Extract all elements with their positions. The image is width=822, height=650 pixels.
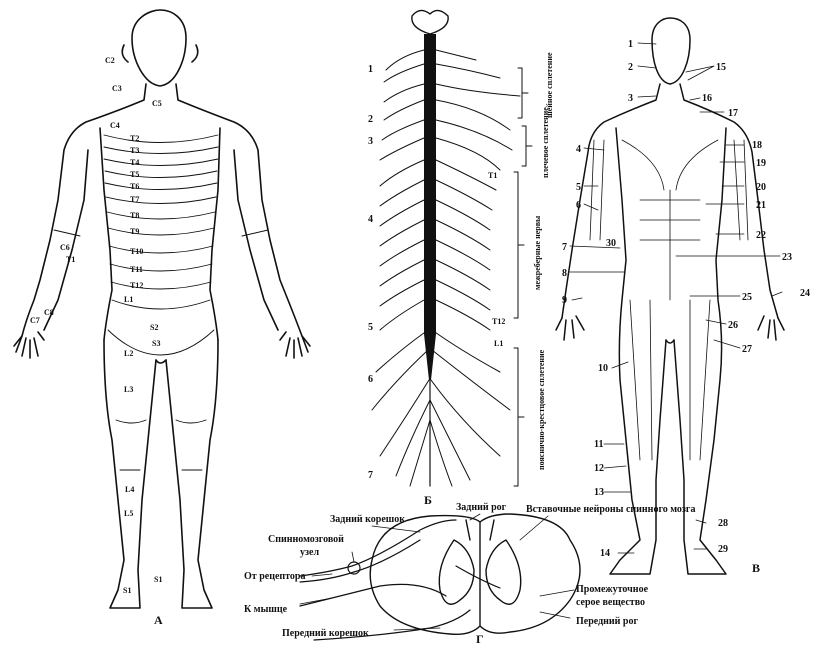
label-to-muscle: К мышце [244, 604, 288, 615]
panel-a-dermatome-bands [54, 135, 268, 470]
dermatome-label: T9 [130, 227, 139, 236]
panel-v-caption: В [752, 561, 760, 575]
dermatome-label: S2 [150, 323, 158, 332]
dermatome-label: C7 [30, 316, 40, 325]
panel-g-leaders [300, 514, 574, 630]
dermatome-label: S3 [152, 339, 160, 348]
label-anterior-root: Передний корешок [282, 628, 369, 639]
label-anterior-horn: Передний рог [576, 616, 638, 627]
muscle-number: 19 [756, 158, 766, 169]
muscle-number: 13 [594, 487, 604, 498]
muscle-number: 16 [702, 93, 712, 104]
muscle-number: 24 [800, 288, 810, 299]
panel-g-cross-section [370, 514, 580, 634]
muscle-number: 18 [752, 140, 762, 151]
spinal-number: 3 [368, 136, 373, 147]
panel-a-caption: А [154, 613, 163, 627]
muscle-number: 12 [594, 463, 604, 474]
muscle-number: 15 [716, 62, 726, 73]
dermatome-label: C4 [110, 121, 120, 130]
muscle-number: 30 [606, 238, 616, 249]
dermatome-label: L1 [124, 295, 133, 304]
muscle-number: 2 [628, 62, 633, 73]
muscle-number: 1 [628, 39, 633, 50]
dermatome-label: T8 [130, 211, 139, 220]
muscle-number: 23 [782, 252, 792, 263]
segment-label: L1 [494, 339, 503, 348]
muscle-number: 25 [742, 292, 752, 303]
segment-label: T12 [492, 317, 505, 326]
muscle-number: 28 [718, 518, 728, 529]
dermatome-label: S1 [123, 586, 131, 595]
panel-v-muscle-detail [590, 140, 748, 460]
spinal-number: 7 [368, 470, 373, 481]
panel-b-caption: Б [424, 493, 432, 507]
dermatome-label: T12 [130, 281, 143, 290]
muscle-number: 6 [576, 200, 581, 211]
dermatome-label: L4 [125, 485, 134, 494]
muscle-number: 8 [562, 268, 567, 279]
panel-b-spinal-cord [372, 10, 520, 486]
muscle-number: 11 [594, 439, 603, 450]
muscle-number: 3 [628, 93, 633, 104]
spinal-number: 4 [368, 214, 373, 225]
label-intermediate-gray: Промежуточное [576, 584, 649, 595]
label-intermediate-gray: серое вещество [576, 597, 645, 608]
panel-b-brackets [514, 68, 532, 486]
label-interneurons: Вставочные нейроны спинного мозга [526, 504, 695, 515]
dermatome-label: T3 [130, 146, 139, 155]
spinal-number: 5 [368, 322, 373, 333]
muscle-number: 10 [598, 363, 608, 374]
spinal-number: 6 [368, 374, 373, 385]
dermatome-label: T1 [66, 255, 75, 264]
spinal-number: 2 [368, 114, 373, 125]
dermatome-label: T7 [130, 195, 139, 204]
dermatome-label: T5 [130, 170, 139, 179]
dermatome-label: C6 [60, 243, 70, 252]
panel-g-caption: Г [476, 632, 484, 646]
dermatome-label: L2 [124, 349, 133, 358]
dermatome-label: T6 [130, 182, 139, 191]
label-from-receptor: От рецептора [244, 571, 306, 582]
label-ganglion: Спинномозговой [268, 534, 344, 545]
label-posterior-horn: Задний рог [456, 502, 507, 513]
muscle-number: 5 [576, 182, 581, 193]
plexus-label: плечевое сплетение [541, 107, 550, 178]
dermatome-label: T11 [130, 265, 143, 274]
muscle-number: 29 [718, 544, 728, 555]
dermatome-label: C3 [112, 84, 122, 93]
panel-v-labels: 1 2 3 4 5 6 7 8 9 10 11 12 13 14 15 16 1… [562, 39, 810, 575]
spinal-nerve-roots [372, 50, 520, 486]
muscle-number: 4 [576, 144, 581, 155]
panel-b-labels: 1 2 3 4 5 6 7 T1 T12 L1 шейное сплетение… [368, 52, 554, 507]
dermatome-label: T4 [130, 158, 139, 167]
dermatome-label: L3 [124, 385, 133, 394]
dermatome-label: C5 [152, 99, 162, 108]
muscle-number: 7 [562, 242, 567, 253]
muscle-number: 9 [562, 295, 567, 306]
plexus-label: межреберные нервы [533, 215, 542, 290]
label-posterior-root: Задний корешок [330, 514, 405, 525]
dermatome-label: S1 [154, 575, 162, 584]
dermatome-label: L5 [124, 509, 133, 518]
spinal-number: 1 [368, 64, 373, 75]
dermatome-label: T10 [130, 247, 143, 256]
dermatome-label: C2 [105, 56, 115, 65]
muscle-number: 26 [728, 320, 738, 331]
segment-label: T1 [488, 171, 497, 180]
muscle-number: 27 [742, 344, 752, 355]
muscle-number: 21 [756, 200, 766, 211]
muscle-number: 14 [600, 548, 610, 559]
muscle-number: 22 [756, 230, 766, 241]
dermatome-label: C8 [44, 308, 54, 317]
label-ganglion: узел [300, 547, 319, 558]
dermatome-label: T2 [130, 134, 139, 143]
muscle-number: 17 [728, 108, 738, 119]
plexus-label: пояснично-крестцовое сплетение [537, 349, 546, 470]
muscle-number: 20 [756, 182, 766, 193]
